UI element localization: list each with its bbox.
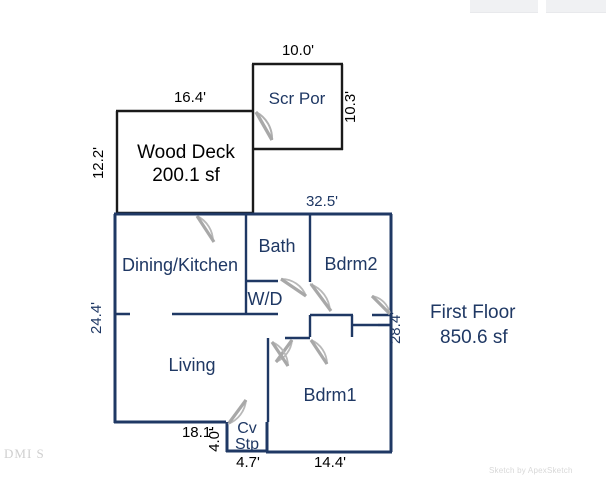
dimension-stoop-bottom: 4.7': [236, 454, 260, 471]
dimension-deck-top: 16.4': [174, 89, 206, 106]
room-label-cv-stp-line2: Stp: [235, 436, 259, 453]
room-label-dining-kitchen: Dining/Kitchen: [122, 255, 238, 275]
first-floor-outline: [113, 212, 393, 454]
interior-walls: [115, 214, 391, 422]
room-label-bdrm2: Bdrm2: [324, 254, 377, 274]
room-label-wood-deck: Wood Deck: [137, 142, 235, 163]
dimension-floor-left: 24.4': [88, 302, 105, 334]
room-label-bdrm1: Bdrm1: [303, 385, 356, 405]
room-label-cv-stp-line1: Cv: [237, 420, 257, 437]
dimension-floor-right: 28.4': [387, 312, 404, 344]
dimension-floor-bottom-left: 18.1': [182, 424, 214, 441]
room-label-bath: Bath: [258, 236, 295, 256]
door-arc-scr-por: [254, 111, 274, 141]
area-block-area: 850.6 sf: [440, 327, 508, 348]
watermark-left: DMI S: [4, 446, 45, 461]
dimension-scr-por-right: 10.3': [342, 91, 359, 123]
dimension-deck-left: 12.2': [90, 147, 107, 179]
room-area-wood-deck: 200.1 sf: [152, 165, 220, 186]
door-arcs: [195, 215, 392, 425]
dimension-ticks: [115, 312, 391, 327]
dimension-stoop-left: 4.0': [206, 428, 223, 452]
dimension-floor-top: 32.5': [306, 193, 338, 210]
dimension-scr-por-top: 10.0': [282, 42, 314, 59]
watermark-apexsketch: Sketch by ApexSketch: [489, 466, 573, 475]
room-label-living: Living: [168, 355, 215, 375]
room-label-scr-por: Scr Por: [269, 89, 326, 108]
room-shape-scr-por: [251, 62, 344, 151]
dimension-floor-bottom-right: 14.4': [314, 454, 346, 471]
room-label-wd: W/D: [248, 289, 283, 309]
area-block-name: First Floor: [430, 302, 516, 323]
